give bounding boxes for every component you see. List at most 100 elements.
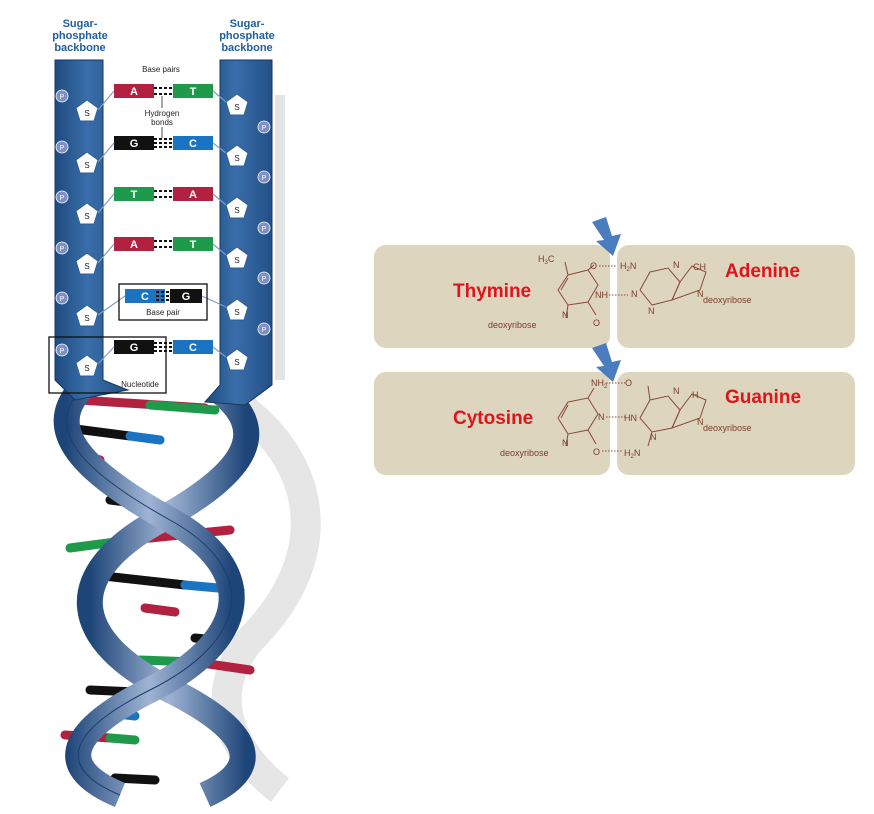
cytosine-label: Cytosine — [453, 408, 533, 429]
svg-text:N: N — [562, 438, 569, 448]
left-base-letter: G — [130, 342, 139, 354]
left-sugar-letters: S S S S S S — [84, 109, 89, 373]
left-base-letter: A — [130, 86, 138, 98]
left-backbone — [54, 59, 130, 401]
svg-text:P: P — [60, 94, 65, 101]
thymine-structure: H3C O NH O N deoxyribose — [488, 254, 628, 330]
right-base-letter: C — [189, 138, 197, 150]
svg-text:NH: NH — [595, 290, 608, 300]
svg-text:O: O — [593, 447, 600, 457]
svg-text:S: S — [234, 358, 239, 367]
svg-text:S: S — [84, 364, 89, 373]
right-base-letter: T — [190, 239, 197, 251]
svg-text:N: N — [598, 412, 605, 422]
right-base-bar — [173, 340, 213, 354]
dna-diagram: Sugar- phosphate backbone Sugar- phospha… — [48, 18, 321, 807]
hydrogen-bonds-label-1: Hydrogen — [145, 109, 180, 118]
svg-text:S: S — [84, 212, 89, 221]
svg-text:N: N — [650, 432, 657, 442]
svg-text:S: S — [234, 308, 239, 317]
right-backbone — [203, 59, 273, 406]
left-base-letter: G — [130, 138, 139, 150]
svg-text:NH2: NH2 — [591, 378, 608, 390]
arrow-down-icon — [592, 217, 621, 256]
svg-text:S: S — [84, 109, 89, 118]
svg-text:deoxyribose: deoxyribose — [488, 320, 537, 330]
svg-text:S: S — [234, 206, 239, 215]
right-base-bar — [173, 136, 213, 150]
svg-text:deoxyribose: deoxyribose — [703, 423, 752, 433]
svg-text:N: N — [562, 310, 569, 320]
pair-row-5: C G — [125, 289, 202, 303]
svg-text:S: S — [234, 256, 239, 265]
base-pairs-label: Base pairs — [142, 65, 180, 74]
nucleotide-box-label: Nucleotide — [121, 380, 159, 389]
cytosine-panel — [374, 372, 610, 475]
left-base-letter: A — [130, 239, 138, 251]
left-backbone-label-2: phosphate — [52, 30, 108, 42]
left-base-letter: T — [131, 189, 138, 201]
guanine-label: Guanine — [725, 387, 801, 408]
svg-text:CH: CH — [693, 262, 706, 272]
svg-text:P: P — [262, 125, 267, 132]
right-base-letter: C — [189, 342, 197, 354]
right-base-letter: G — [182, 291, 191, 303]
thymine-label: Thymine — [453, 281, 531, 302]
left-sugars — [75, 99, 99, 377]
svg-text:O: O — [593, 318, 600, 328]
left-base-bar — [125, 289, 165, 303]
svg-text:P: P — [60, 195, 65, 202]
thymine-panel — [374, 245, 610, 348]
svg-text:S: S — [234, 103, 239, 112]
svg-text:deoxyribose: deoxyribose — [500, 448, 549, 458]
pair-row-3: T A — [114, 187, 213, 201]
right-base-bar — [170, 289, 202, 303]
helix-strand-back — [77, 379, 260, 807]
svg-text:N: N — [631, 289, 638, 299]
svg-text:S: S — [84, 161, 89, 170]
svg-text:P: P — [60, 246, 65, 253]
pair-row-4: A T — [114, 237, 213, 251]
right-phosphates: PP PP P — [257, 120, 271, 336]
svg-text:H: H — [692, 390, 699, 400]
base-pairing-diagram: Thymine Adenine Cytosine Guanine H3C O N… — [374, 217, 855, 475]
right-backbone-label-1: Sugar- — [230, 18, 265, 30]
nucleotide-box — [48, 336, 167, 394]
svg-text:deoxyribose: deoxyribose — [703, 295, 752, 305]
svg-text:S: S — [84, 314, 89, 323]
right-base-bar — [173, 187, 213, 201]
guanine-panel — [617, 372, 855, 475]
svg-text:S: S — [234, 154, 239, 163]
svg-text:P: P — [60, 348, 65, 355]
svg-text:P: P — [262, 175, 267, 182]
svg-text:O: O — [625, 378, 632, 388]
cytosine-structure: NH2 N O N deoxyribose — [500, 378, 626, 458]
svg-text:S: S — [84, 262, 89, 271]
svg-text:P: P — [262, 327, 267, 334]
left-base-bar — [114, 340, 154, 354]
adenine-structure: H2N N N N CH N deoxyribose — [620, 260, 752, 316]
adenine-panel — [617, 245, 855, 348]
left-phosphates: PP PP PP — [55, 89, 69, 357]
svg-text:N: N — [673, 386, 680, 396]
base-pair-box-label: Base pair — [146, 308, 180, 317]
left-backbone-label-1: Sugar- — [63, 18, 98, 30]
svg-text:P: P — [262, 226, 267, 233]
pair-row-1: A T — [114, 84, 213, 98]
right-sugars — [225, 93, 249, 371]
right-sugar-letters: S S S S S S — [234, 103, 239, 367]
svg-text:N: N — [697, 289, 704, 299]
svg-text:O: O — [590, 261, 597, 271]
svg-text:H2N: H2N — [624, 448, 640, 460]
left-base-bar — [114, 187, 154, 201]
base-pair-box — [118, 283, 208, 321]
arrow-down-icon — [592, 343, 621, 382]
left-base-bar — [114, 136, 154, 150]
svg-text:N: N — [697, 417, 704, 427]
svg-text:H3C: H3C — [538, 254, 555, 266]
left-backbone-label-3: backbone — [54, 42, 105, 54]
hydrogen-bonds-label-2: bonds — [151, 118, 173, 127]
pair-row-2: G C — [114, 136, 213, 150]
svg-text:HN: HN — [624, 413, 637, 423]
